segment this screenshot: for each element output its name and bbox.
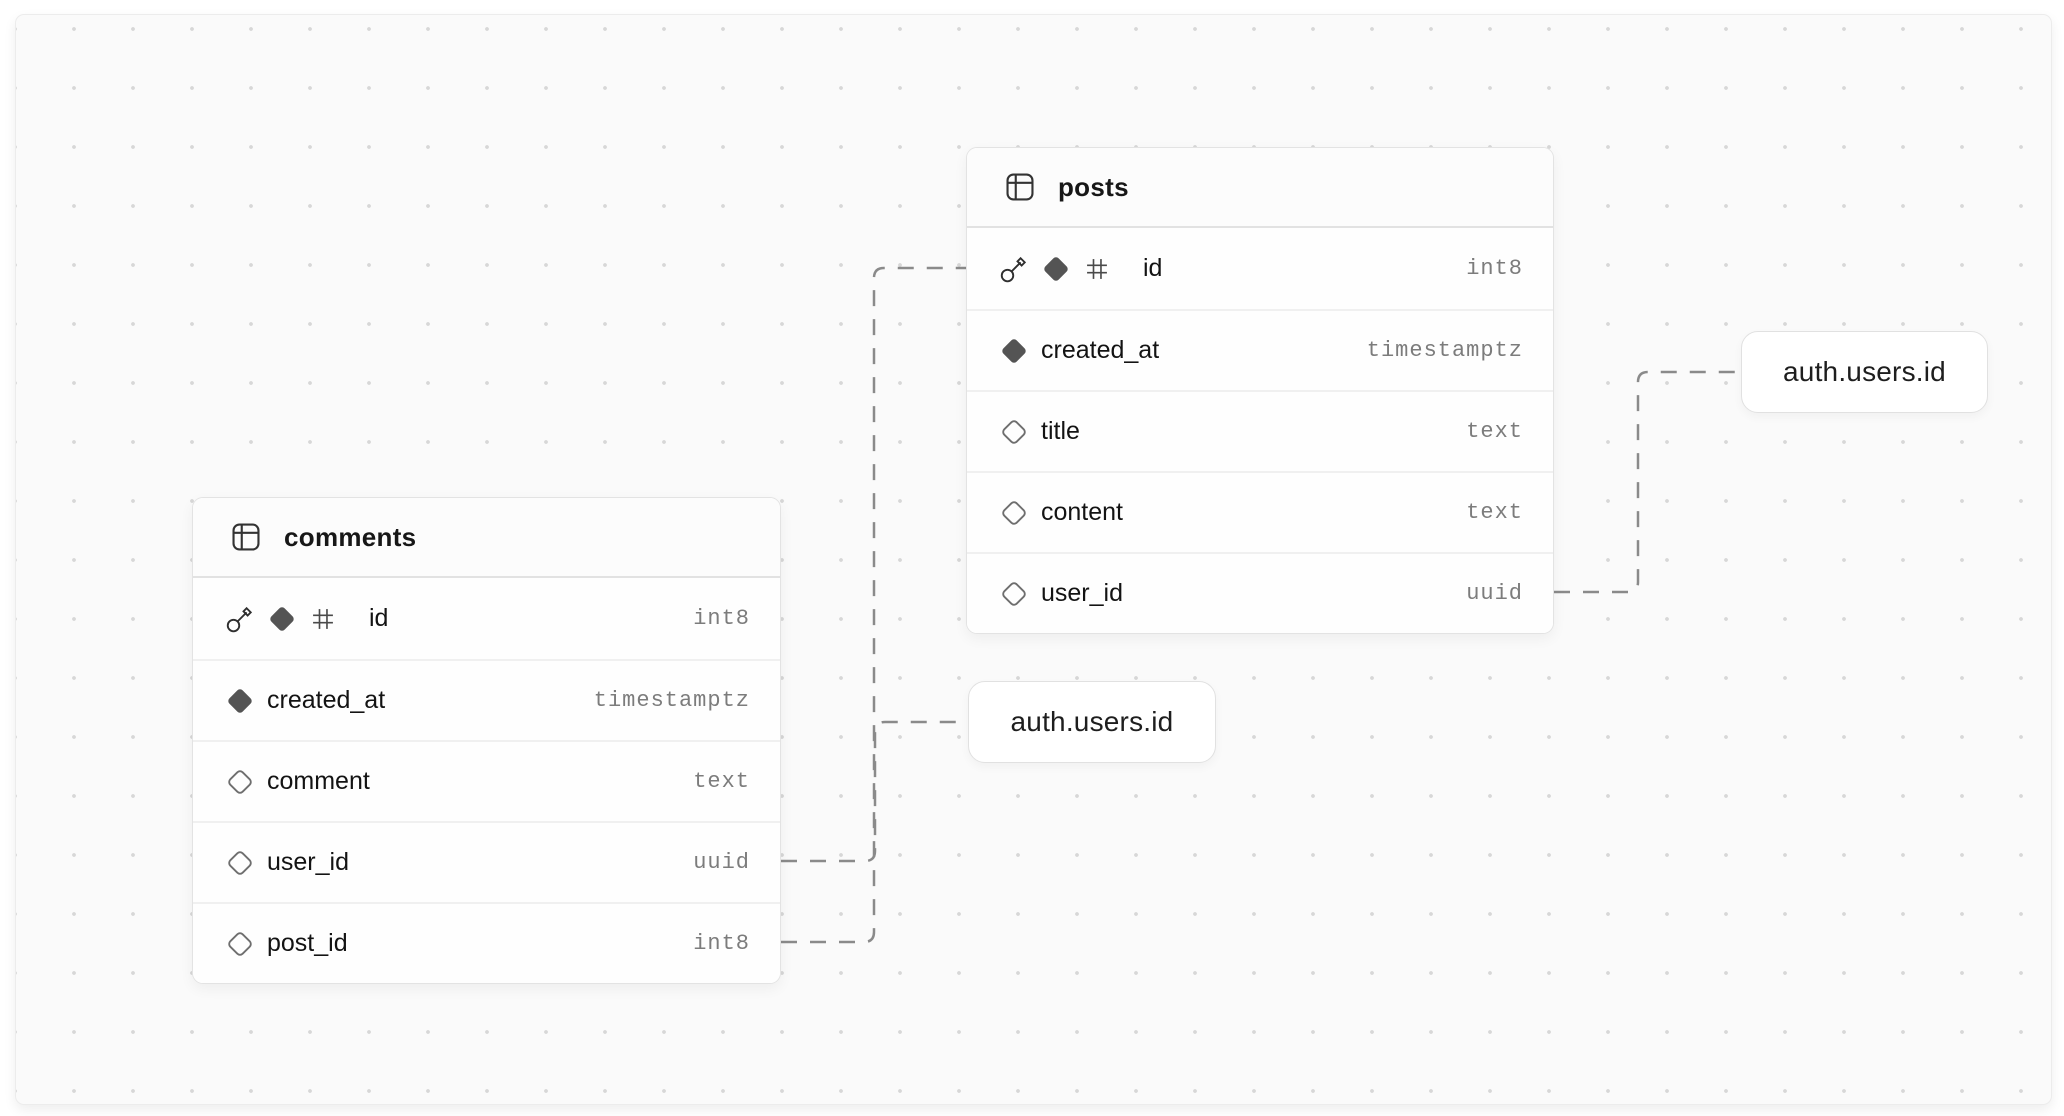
edge-comments-post-id-to-posts-id [781,266,966,944]
table-row: title text [967,390,1553,471]
not-null-diamond-icon [267,604,297,634]
column-type: uuid [693,850,750,875]
table-row: id int8 [967,228,1553,309]
table-header[interactable]: comments [193,498,780,578]
column-name: created_at [1041,336,1160,364]
table-node-posts[interactable]: posts id int8 [966,147,1554,634]
column-type: timestamptz [1366,338,1523,363]
identity-hash-icon [309,605,337,633]
column-type: int8 [693,931,750,956]
table-row: created_at timestamptz [193,659,780,740]
nullable-diamond-icon [999,579,1029,609]
nullable-diamond-icon [225,767,255,797]
identity-hash-icon [1083,255,1111,283]
column-name: title [1041,417,1080,445]
primary-key-icon [999,254,1029,284]
table-name: posts [1058,171,1129,202]
table-name: comments [284,521,417,552]
not-null-diamond-icon [225,686,255,716]
column-type: timestamptz [593,688,750,713]
column-type: int8 [1466,256,1523,281]
column-name: id [1143,254,1163,282]
table-row: user_id uuid [967,552,1553,633]
column-name: id [369,604,389,632]
column-name: content [1041,498,1124,526]
primary-key-icon [225,604,255,634]
table-row: user_id uuid [193,821,780,902]
relationship-edges-layer [781,266,1741,944]
table-row: id int8 [193,578,780,659]
table-row: comment text [193,740,780,821]
column-type: int8 [693,606,750,631]
column-name: post_id [267,929,348,957]
column-type: text [693,769,750,794]
nullable-diamond-icon [225,848,255,878]
table-node-comments[interactable]: comments id int [192,497,781,984]
nullable-diamond-icon [999,498,1029,528]
schema-visualizer-canvas[interactable]: posts id int8 [15,14,2052,1105]
nullable-diamond-icon [999,417,1029,447]
not-null-diamond-icon [1041,254,1071,284]
table-row: content text [967,471,1553,552]
reference-node-auth-users-id[interactable]: auth.users.id [968,681,1216,763]
edge-posts-user-id-to-auth-users [1554,370,1741,594]
table-row: post_id int8 [193,902,780,983]
column-name: user_id [267,848,349,876]
nullable-diamond-icon [225,929,255,959]
column-type: text [1466,419,1523,444]
column-name: comment [267,767,370,795]
table-header[interactable]: posts [967,148,1553,228]
column-name: created_at [267,686,386,714]
column-type: uuid [1466,581,1523,606]
column-name: user_id [1041,579,1123,607]
column-type: text [1466,500,1523,525]
not-null-diamond-icon [999,336,1029,366]
table-icon [229,520,263,554]
reference-node-auth-users-id[interactable]: auth.users.id [1741,331,1988,413]
table-icon [1003,170,1037,204]
table-row: created_at timestamptz [967,309,1553,390]
